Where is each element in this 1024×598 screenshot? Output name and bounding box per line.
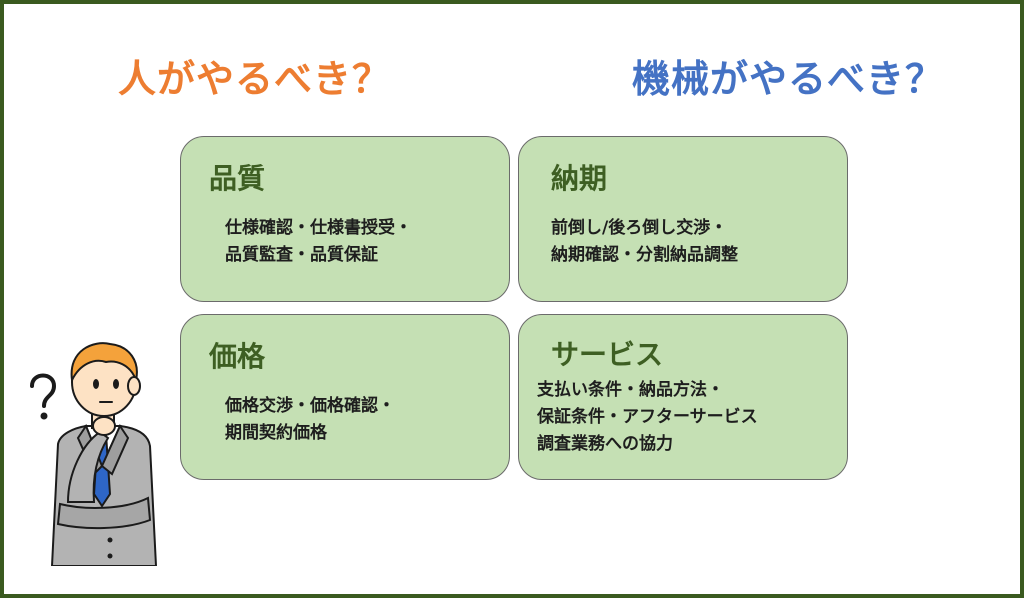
card-line: 価格交渉・価格確認・: [225, 396, 395, 416]
heading-human: 人がやるべき？: [118, 57, 392, 101]
card-price: 価格 価格交渉・価格確認・ 期間契約価格: [180, 314, 510, 480]
card-body: 前倒し/後ろ倒し交渉・ 納期確認・分割納品調整: [551, 215, 738, 269]
card-line: 仕様確認・仕様書授受・: [225, 218, 412, 238]
card-title: 納期: [551, 162, 608, 195]
card-line: 期間契約価格: [225, 422, 327, 443]
card-line: 品質監査・品質保証: [225, 244, 378, 265]
heading-machine: 機械がやるべき？: [632, 57, 945, 101]
card-line: 支払い条件・納品方法・: [537, 380, 724, 400]
question-mark-icon: [30, 373, 57, 420]
card-service: サービス 支払い条件・納品方法・ 保証条件・アフターサービス 調査業務への協力: [518, 314, 848, 480]
card-line: 保証条件・アフターサービス: [537, 406, 758, 427]
card-body: 仕様確認・仕様書授受・ 品質監査・品質保証: [225, 215, 412, 269]
thinking-businessman-icon: [30, 342, 158, 566]
card-title: 価格: [209, 340, 266, 373]
card-body: 価格交渉・価格確認・ 期間契約価格: [225, 393, 395, 447]
card-quality: 品質 仕様確認・仕様書授受・ 品質監査・品質保証: [180, 136, 510, 302]
card-title: 品質: [209, 162, 266, 195]
card-line: 調査業務への協力: [537, 433, 673, 454]
card-line: 前倒し/後ろ倒し交渉・: [551, 218, 728, 238]
card-delivery: 納期 前倒し/後ろ倒し交渉・ 納期確認・分割納品調整: [518, 136, 848, 302]
card-title: サービス: [551, 338, 664, 371]
card-line: 納期確認・分割納品調整: [551, 244, 738, 265]
card-body: 支払い条件・納品方法・ 保証条件・アフターサービス 調査業務への協力: [537, 377, 758, 458]
